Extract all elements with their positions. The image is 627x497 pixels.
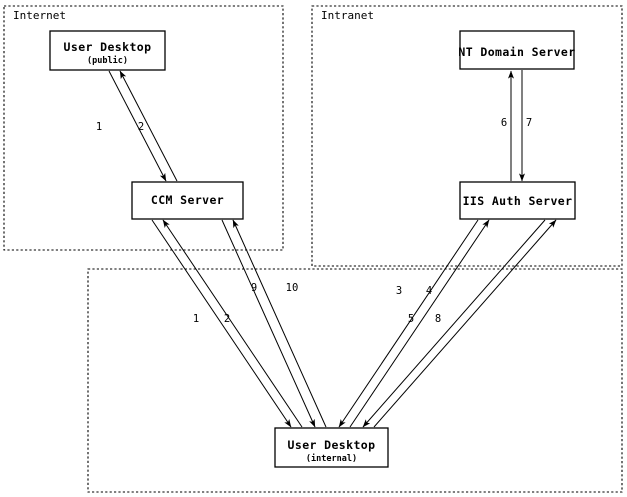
node-ccm-server-title: CCM Server <box>151 193 224 207</box>
flow-line-5-iis-to-internal <box>362 219 546 428</box>
step-label-6: 6 <box>501 117 507 129</box>
node-user-desktop-internal-box[interactable] <box>274 427 389 468</box>
flow-line-4-internal-to-iis <box>349 219 490 428</box>
node-ccm-server[interactable]: CCM Server <box>131 181 244 220</box>
node-user-desktop-internal[interactable]: User Desktop (internal) <box>274 427 389 468</box>
step-label-2-internal: 2 <box>224 313 230 325</box>
flow-group-iis-internal-34 <box>338 219 490 428</box>
flow-group-iis-internal-58 <box>362 219 557 428</box>
node-iis-auth-server[interactable]: IIS Auth Server <box>459 181 576 220</box>
flow-group-iis-ntdomain <box>508 70 525 182</box>
flow-group-public-ccm <box>108 70 178 182</box>
flow-line-3-iis-to-internal <box>338 219 479 428</box>
step-label-4: 4 <box>426 285 432 297</box>
step-label-1-internal: 1 <box>193 313 199 325</box>
node-user-desktop-public-box[interactable] <box>49 30 166 71</box>
zone-intranet-label: Intranet <box>321 9 374 22</box>
node-user-desktop-public[interactable]: User Desktop (public) <box>49 30 166 71</box>
node-user-desktop-internal-title: User Desktop <box>288 438 376 452</box>
flow-line-1-ccm-to-internal <box>151 219 292 428</box>
flow-group-ccm-internal-12 <box>151 219 303 428</box>
step-label-1-public: 1 <box>96 121 102 133</box>
zone-intranet-frame <box>311 5 623 267</box>
step-label-7: 7 <box>526 117 532 129</box>
flow-line-10-internal-to-ccm <box>232 219 327 428</box>
step-label-2-public: 2 <box>138 121 144 133</box>
node-nt-domain-server-box[interactable] <box>459 30 575 70</box>
node-user-desktop-public-title: User Desktop <box>64 40 152 54</box>
step-label-5: 5 <box>408 313 414 325</box>
node-ccm-server-box[interactable] <box>131 181 244 220</box>
node-iis-auth-server-box[interactable] <box>459 181 576 220</box>
step-label-8: 8 <box>435 313 441 325</box>
node-iis-auth-server-title: IIS Auth Server <box>463 194 573 208</box>
flow-line-2-internal-to-ccm <box>162 219 303 428</box>
step-label-9: 9 <box>251 282 257 294</box>
zone-internet: Internet <box>3 5 284 251</box>
flow-line-1-public-to-ccm <box>108 70 167 182</box>
node-nt-domain-server-title: NT Domain Server <box>458 45 575 59</box>
flow-line-2-ccm-to-public <box>119 70 178 182</box>
step-label-3: 3 <box>396 285 402 297</box>
zone-internet-frame <box>3 5 284 251</box>
node-user-desktop-public-subtitle: (public) <box>87 55 128 66</box>
zone-internet-label: Internet <box>13 9 66 22</box>
flow-line-8-internal-to-iis <box>373 219 557 428</box>
flow-group-ccm-internal-910 <box>221 219 327 428</box>
step-label-10: 10 <box>286 282 299 294</box>
zone-intranet: Intranet <box>311 5 623 267</box>
flow-line-9-ccm-to-internal <box>221 219 316 428</box>
node-user-desktop-internal-subtitle: (internal) <box>306 453 357 464</box>
node-nt-domain-server[interactable]: NT Domain Server <box>458 30 575 70</box>
